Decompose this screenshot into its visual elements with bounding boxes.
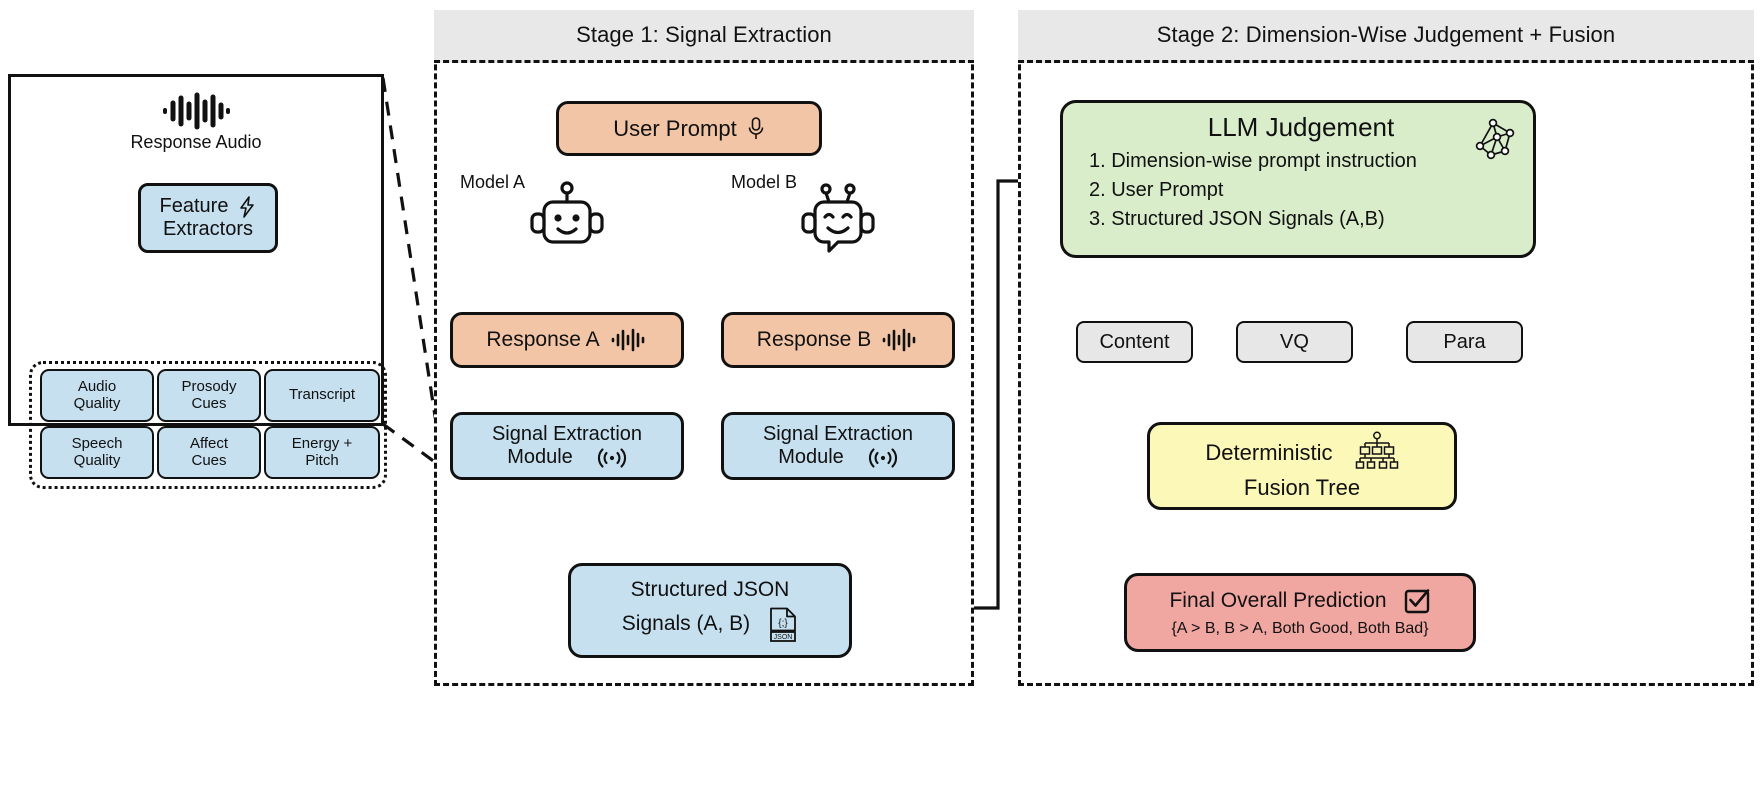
llm-judgement-item-1: 1. Dimension-wise prompt instruction <box>1089 149 1417 172</box>
response-a-label: Response A <box>486 327 600 351</box>
final-prediction-title: Final Overall Prediction <box>1169 588 1387 612</box>
svg-text:{;}: {;} <box>778 618 788 629</box>
robot-neutral-icon <box>523 180 611 257</box>
response-a-box[interactable]: Response A <box>450 312 684 368</box>
robot-smiling-icon <box>794 180 882 261</box>
stage2-header: Stage 2: Dimension-Wise Judgement + Fusi… <box>1018 10 1754 63</box>
stage1-header: Stage 1: Signal Extraction <box>434 10 974 63</box>
feature-speech-quality-line1: Speech <box>71 434 123 452</box>
feature-list-group <box>29 361 387 489</box>
microphone-icon <box>747 116 765 142</box>
signal-module-a-line2: Module <box>507 446 573 468</box>
user-prompt-box[interactable]: User Prompt <box>556 101 822 156</box>
response-audio-label: Response Audio <box>130 132 262 152</box>
waveform-icon <box>881 328 919 352</box>
response-b-box[interactable]: Response B <box>721 312 955 368</box>
user-prompt-label: User Prompt <box>613 115 737 141</box>
model-a-label: Model A <box>460 172 526 192</box>
dimension-vq-box[interactable]: VQ <box>1236 321 1353 363</box>
dimension-para-label: Para <box>1443 330 1486 353</box>
llm-judgement-box[interactable]: LLM Judgement 1. Dimension-wise prompt i… <box>1060 100 1536 258</box>
dimension-para-box[interactable]: Para <box>1406 321 1523 363</box>
signal-module-b-line2: Module <box>778 446 844 468</box>
feature-affect-cues-line1: Affect <box>189 434 229 452</box>
signal-extraction-module-b[interactable]: Signal Extraction Module <box>721 412 955 480</box>
feature-audio-quality-line2: Quality <box>73 394 121 412</box>
stage1-title: Stage 1: Signal Extraction <box>576 22 832 47</box>
llm-judgement-item-3: 3. Structured JSON Signals (A,B) <box>1089 207 1385 230</box>
waveform-icon <box>610 328 648 352</box>
fusion-tree-line1: Deterministic <box>1205 439 1333 465</box>
signal-module-b-line1: Signal Extraction <box>762 423 914 445</box>
feature-extractors-line1: Feature <box>159 195 229 217</box>
feature-energy-pitch-line1: Energy + <box>291 434 353 452</box>
signal-module-a-line1: Signal Extraction <box>491 423 643 445</box>
svg-text:JSON: JSON <box>774 634 793 641</box>
signal-broadcast-icon <box>597 447 627 469</box>
checkbox-checked-icon <box>1403 587 1431 615</box>
feature-speech-quality-line2: Quality <box>73 451 121 469</box>
feature-affect-cues-line2: Cues <box>191 451 227 469</box>
feature-transcript-line1: Transcript <box>288 386 356 404</box>
structured-json-line1: Structured JSON <box>630 578 790 602</box>
dimension-vq-label: VQ <box>1280 330 1309 353</box>
feature-prosody-cues-line1: Prosody <box>181 377 237 395</box>
final-prediction-box[interactable]: Final Overall Prediction {A > B, B > A, … <box>1124 573 1476 652</box>
tree-hierarchy-icon <box>1355 431 1399 473</box>
feature-energy-pitch-line2: Pitch <box>305 451 339 469</box>
feature-speech-quality[interactable]: Speech Quality <box>40 426 154 479</box>
response-audio-icon <box>11 91 381 136</box>
feature-energy-pitch[interactable]: Energy + Pitch <box>264 426 380 479</box>
feature-prosody-cues[interactable]: Prosody Cues <box>157 369 261 422</box>
structured-json-line2: Signals (A, B) <box>621 612 751 636</box>
stage2-title: Stage 2: Dimension-Wise Judgement + Fusi… <box>1156 22 1616 47</box>
llm-judgement-item-2: 2. User Prompt <box>1089 178 1224 201</box>
feature-audio-quality-line1: Audio <box>77 377 117 395</box>
dimension-content-label: Content <box>1099 330 1170 353</box>
model-b-label: Model B <box>731 172 798 192</box>
llm-judgement-title: LLM Judgement <box>1207 112 1395 142</box>
feature-extractors-line2: Extractors <box>162 218 254 240</box>
dimension-content-box[interactable]: Content <box>1076 321 1193 363</box>
feature-affect-cues[interactable]: Affect Cues <box>157 426 261 479</box>
final-prediction-subtitle: {A > B, B > A, Both Good, Both Bad} <box>1171 619 1429 637</box>
llm-judgement-list: 1. Dimension-wise prompt instruction 2. … <box>1087 147 1417 234</box>
response-b-label: Response B <box>756 327 872 351</box>
signal-broadcast-icon <box>868 447 898 469</box>
structured-json-box[interactable]: Structured JSON Signals (A, B) {;} JSON <box>568 563 852 658</box>
feature-transcript[interactable]: Transcript <box>264 369 380 422</box>
fusion-tree-line2: Fusion Tree <box>1243 475 1361 501</box>
lightning-bolt-icon <box>238 195 256 218</box>
feature-prosody-cues-line2: Cues <box>191 394 227 412</box>
feature-audio-quality[interactable]: Audio Quality <box>40 369 154 422</box>
feature-extraction-panel: Response Audio Feature Extractors Audio … <box>8 74 387 489</box>
json-file-icon: {;} JSON <box>768 607 798 643</box>
feature-extractors-box[interactable]: Feature Extractors <box>138 183 278 253</box>
neural-network-icon <box>1467 113 1519 163</box>
deterministic-fusion-tree-box[interactable]: Deterministic <box>1147 422 1457 510</box>
signal-extraction-module-a[interactable]: Signal Extraction Module <box>450 412 684 480</box>
